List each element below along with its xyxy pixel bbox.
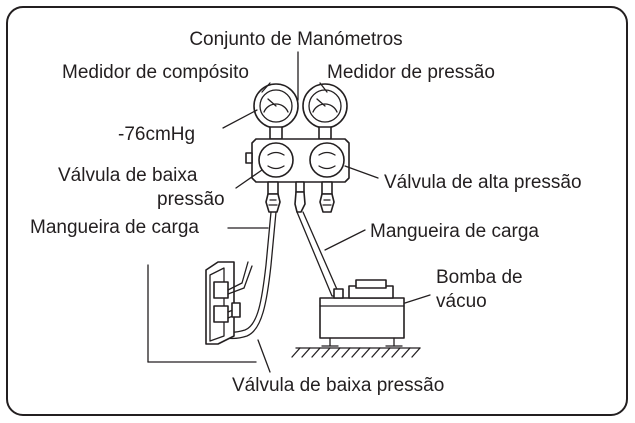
compound-gauge [253,83,299,140]
label-compound-gauge: Medidor de compósito [62,62,249,83]
label-reading: -76cmHg [118,124,195,145]
label-low-valve-line2: pressão [157,189,225,210]
label-manifold: Conjunto de Manómetros [189,29,402,50]
label-pressure-gauge: Medidor de pressão [327,62,495,83]
low-pressure-valve-knob [258,142,294,178]
center-charge-hose [296,211,340,297]
high-pressure-valve-knob [309,142,345,178]
label-vacuum-pump-line2: vácuo [436,291,487,312]
label-charge-hose-left: Mangueira de carga [30,217,199,238]
outdoor-unit [147,261,257,363]
label-vacuum-pump-line1: Bomba de [436,267,523,288]
label-high-valve: Válvula de alta pressão [384,172,582,193]
vacuum-pump [291,279,421,358]
label-low-valve-line1: Válvula de baixa [58,165,198,186]
leader-lines [222,82,431,373]
hose-connectors [265,191,335,213]
diagram-frame [6,6,628,416]
label-bottom-valve: Válvula de baixa pressão [232,375,444,396]
pressure-gauge [302,83,348,140]
manifold-gauge-set [245,51,350,195]
label-charge-hose-right: Mangueira de carga [370,221,539,242]
